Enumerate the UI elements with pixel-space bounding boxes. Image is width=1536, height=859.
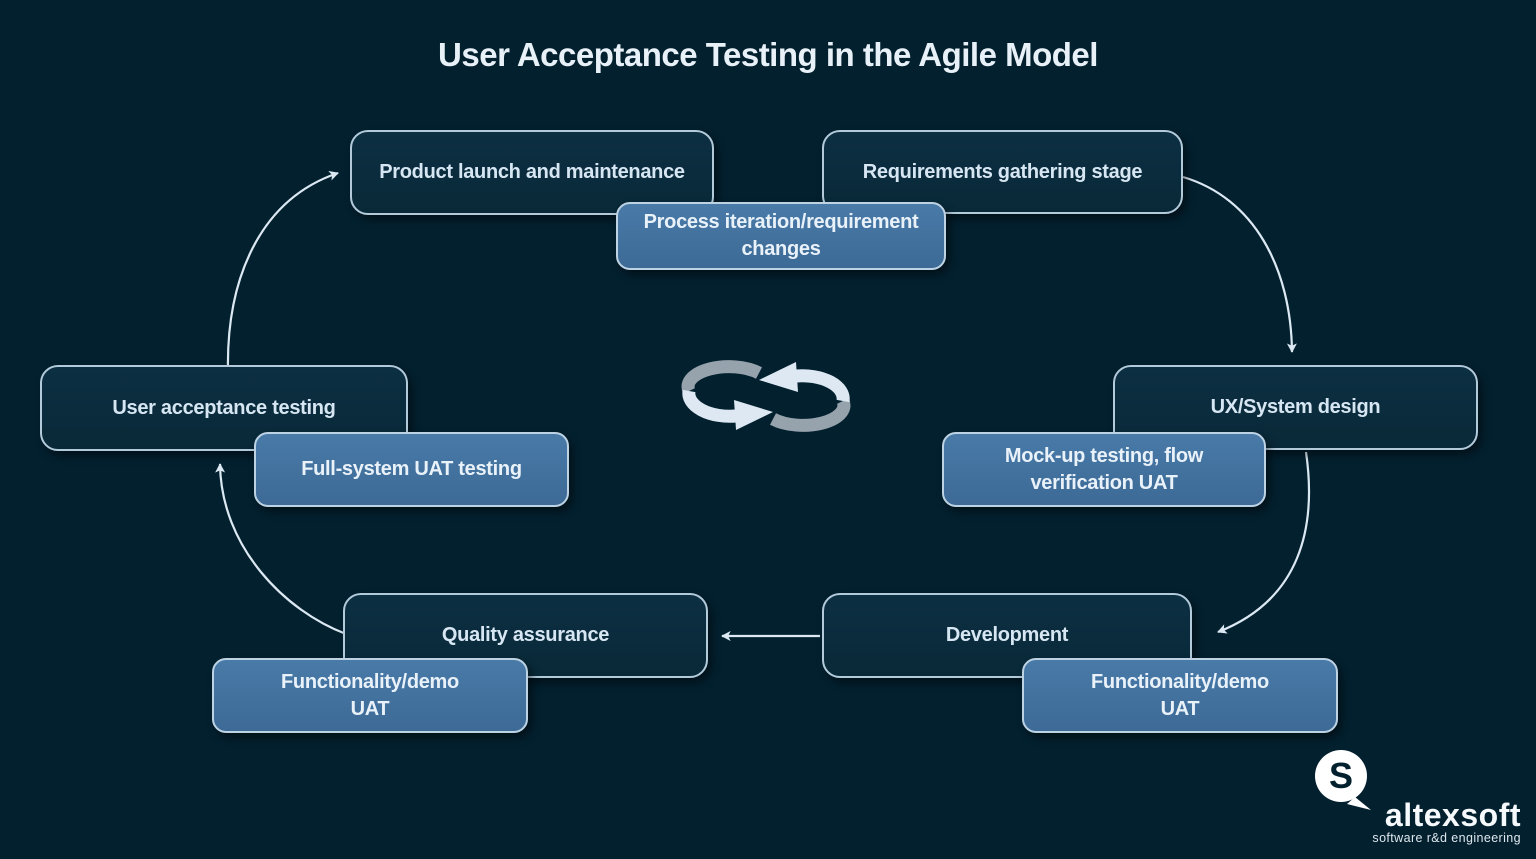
cycle-arrow-right bbox=[759, 362, 851, 432]
altexsoft-logo-mark: S bbox=[1315, 750, 1371, 810]
logo-mark-letter: S bbox=[1329, 755, 1353, 796]
arrow-qa-to-uat bbox=[215, 463, 347, 636]
cycle-arrows-icon bbox=[681, 360, 851, 432]
diagram-title: User Acceptance Testing in the Agile Mod… bbox=[438, 36, 1098, 73]
uat-process-iteration: Process iteration/requirement changes bbox=[616, 202, 946, 270]
arrow-requirements-to-ux bbox=[1182, 175, 1297, 353]
uat-full-system-testing: Full-system UAT testing bbox=[254, 432, 569, 507]
altexsoft-logo: S altexsoft software r&d engineering bbox=[1315, 750, 1521, 845]
uat-functionality-demo-left: Functionality/demo UAT bbox=[212, 658, 528, 733]
cycle-arrow-left bbox=[681, 360, 773, 430]
stage-product-launch: Product launch and maintenance bbox=[350, 130, 714, 215]
uat-mockup-testing: Mock-up testing, flow verification UAT bbox=[942, 432, 1266, 507]
arrow-ux-to-development bbox=[1217, 451, 1311, 634]
logo-tagline: software r&d engineering bbox=[1372, 831, 1521, 845]
stage-requirements-gathering: Requirements gathering stage bbox=[822, 130, 1183, 214]
arrow-uat-to-product-launch bbox=[226, 171, 339, 373]
logo-wordmark: altexsoft bbox=[1385, 797, 1521, 833]
uat-functionality-demo-right: Functionality/demo UAT bbox=[1022, 658, 1338, 733]
